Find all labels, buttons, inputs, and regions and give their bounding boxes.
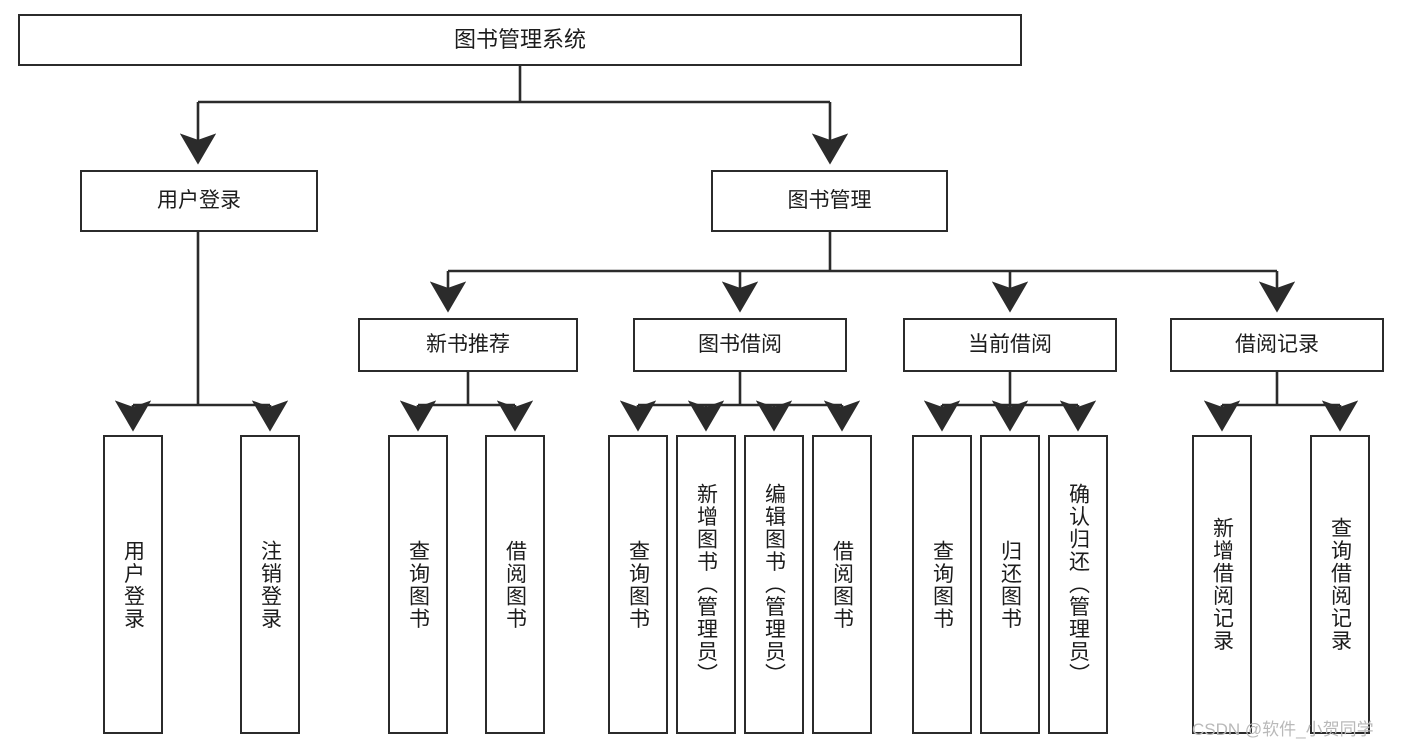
csdn-watermark-text: CSDN @软件_小贺同学 [1192,720,1374,739]
node-borrow-record-label: 借阅记录 [1235,332,1319,356]
node-leaf-add-borrow-record[interactable]: 新增借阅记录 [1192,435,1252,734]
node-user-login-label: 用户登录 [157,188,241,212]
node-leaf-query-books-1-label: 查询图书 [406,539,430,630]
node-leaf-user-login-label: 用户登录 [121,539,145,630]
node-leaf-query-books-1[interactable]: 查询图书 [388,435,448,734]
node-leaf-query-books-2-label: 查询图书 [626,539,650,630]
node-leaf-borrow-books-1[interactable]: 借阅图书 [485,435,545,734]
node-leaf-confirm-return-admin[interactable]: 确认归还（管理员） [1048,435,1108,734]
node-leaf-borrow-books-2[interactable]: 借阅图书 [812,435,872,734]
node-leaf-return-books[interactable]: 归还图书 [980,435,1040,734]
node-leaf-add-book-admin-label: 新增图书（管理员） [694,483,718,686]
node-leaf-edit-book-admin[interactable]: 编辑图书（管理员） [744,435,804,734]
node-leaf-return-books-label: 归还图书 [998,539,1022,630]
node-leaf-query-books-3-label: 查询图书 [930,539,954,630]
node-leaf-borrow-books-2-label: 借阅图书 [830,539,854,630]
node-new-book-recommend[interactable]: 新书推荐 [358,318,578,372]
node-book-management-label: 图书管理 [787,188,872,212]
node-current-borrow[interactable]: 当前借阅 [903,318,1117,372]
csdn-watermark: CSDN @软件_小贺同学 [1192,715,1374,740]
node-leaf-query-books-3[interactable]: 查询图书 [912,435,972,734]
node-leaf-query-borrow-record[interactable]: 查询借阅记录 [1310,435,1370,734]
node-leaf-logout-label: 注销登录 [258,539,282,630]
node-new-book-recommend-label: 新书推荐 [426,332,510,356]
node-book-management[interactable]: 图书管理 [711,170,948,232]
node-leaf-confirm-return-admin-label: 确认归还（管理员） [1066,483,1090,686]
node-current-borrow-label: 当前借阅 [968,332,1052,356]
node-leaf-query-books-2[interactable]: 查询图书 [608,435,668,734]
node-book-borrow[interactable]: 图书借阅 [633,318,847,372]
node-user-login[interactable]: 用户登录 [80,170,318,232]
node-leaf-borrow-books-1-label: 借阅图书 [503,539,527,630]
node-book-borrow-label: 图书借阅 [698,332,782,356]
node-leaf-add-borrow-record-label: 新增借阅记录 [1210,517,1234,652]
node-leaf-edit-book-admin-label: 编辑图书（管理员） [762,483,786,686]
node-borrow-record[interactable]: 借阅记录 [1170,318,1384,372]
node-leaf-query-borrow-record-label: 查询借阅记录 [1328,517,1352,652]
node-leaf-user-login[interactable]: 用户登录 [103,435,163,734]
node-leaf-add-book-admin[interactable]: 新增图书（管理员） [676,435,736,734]
node-root[interactable]: 图书管理系统 [18,14,1022,66]
node-root-label: 图书管理系统 [453,27,586,53]
node-leaf-logout[interactable]: 注销登录 [240,435,300,734]
